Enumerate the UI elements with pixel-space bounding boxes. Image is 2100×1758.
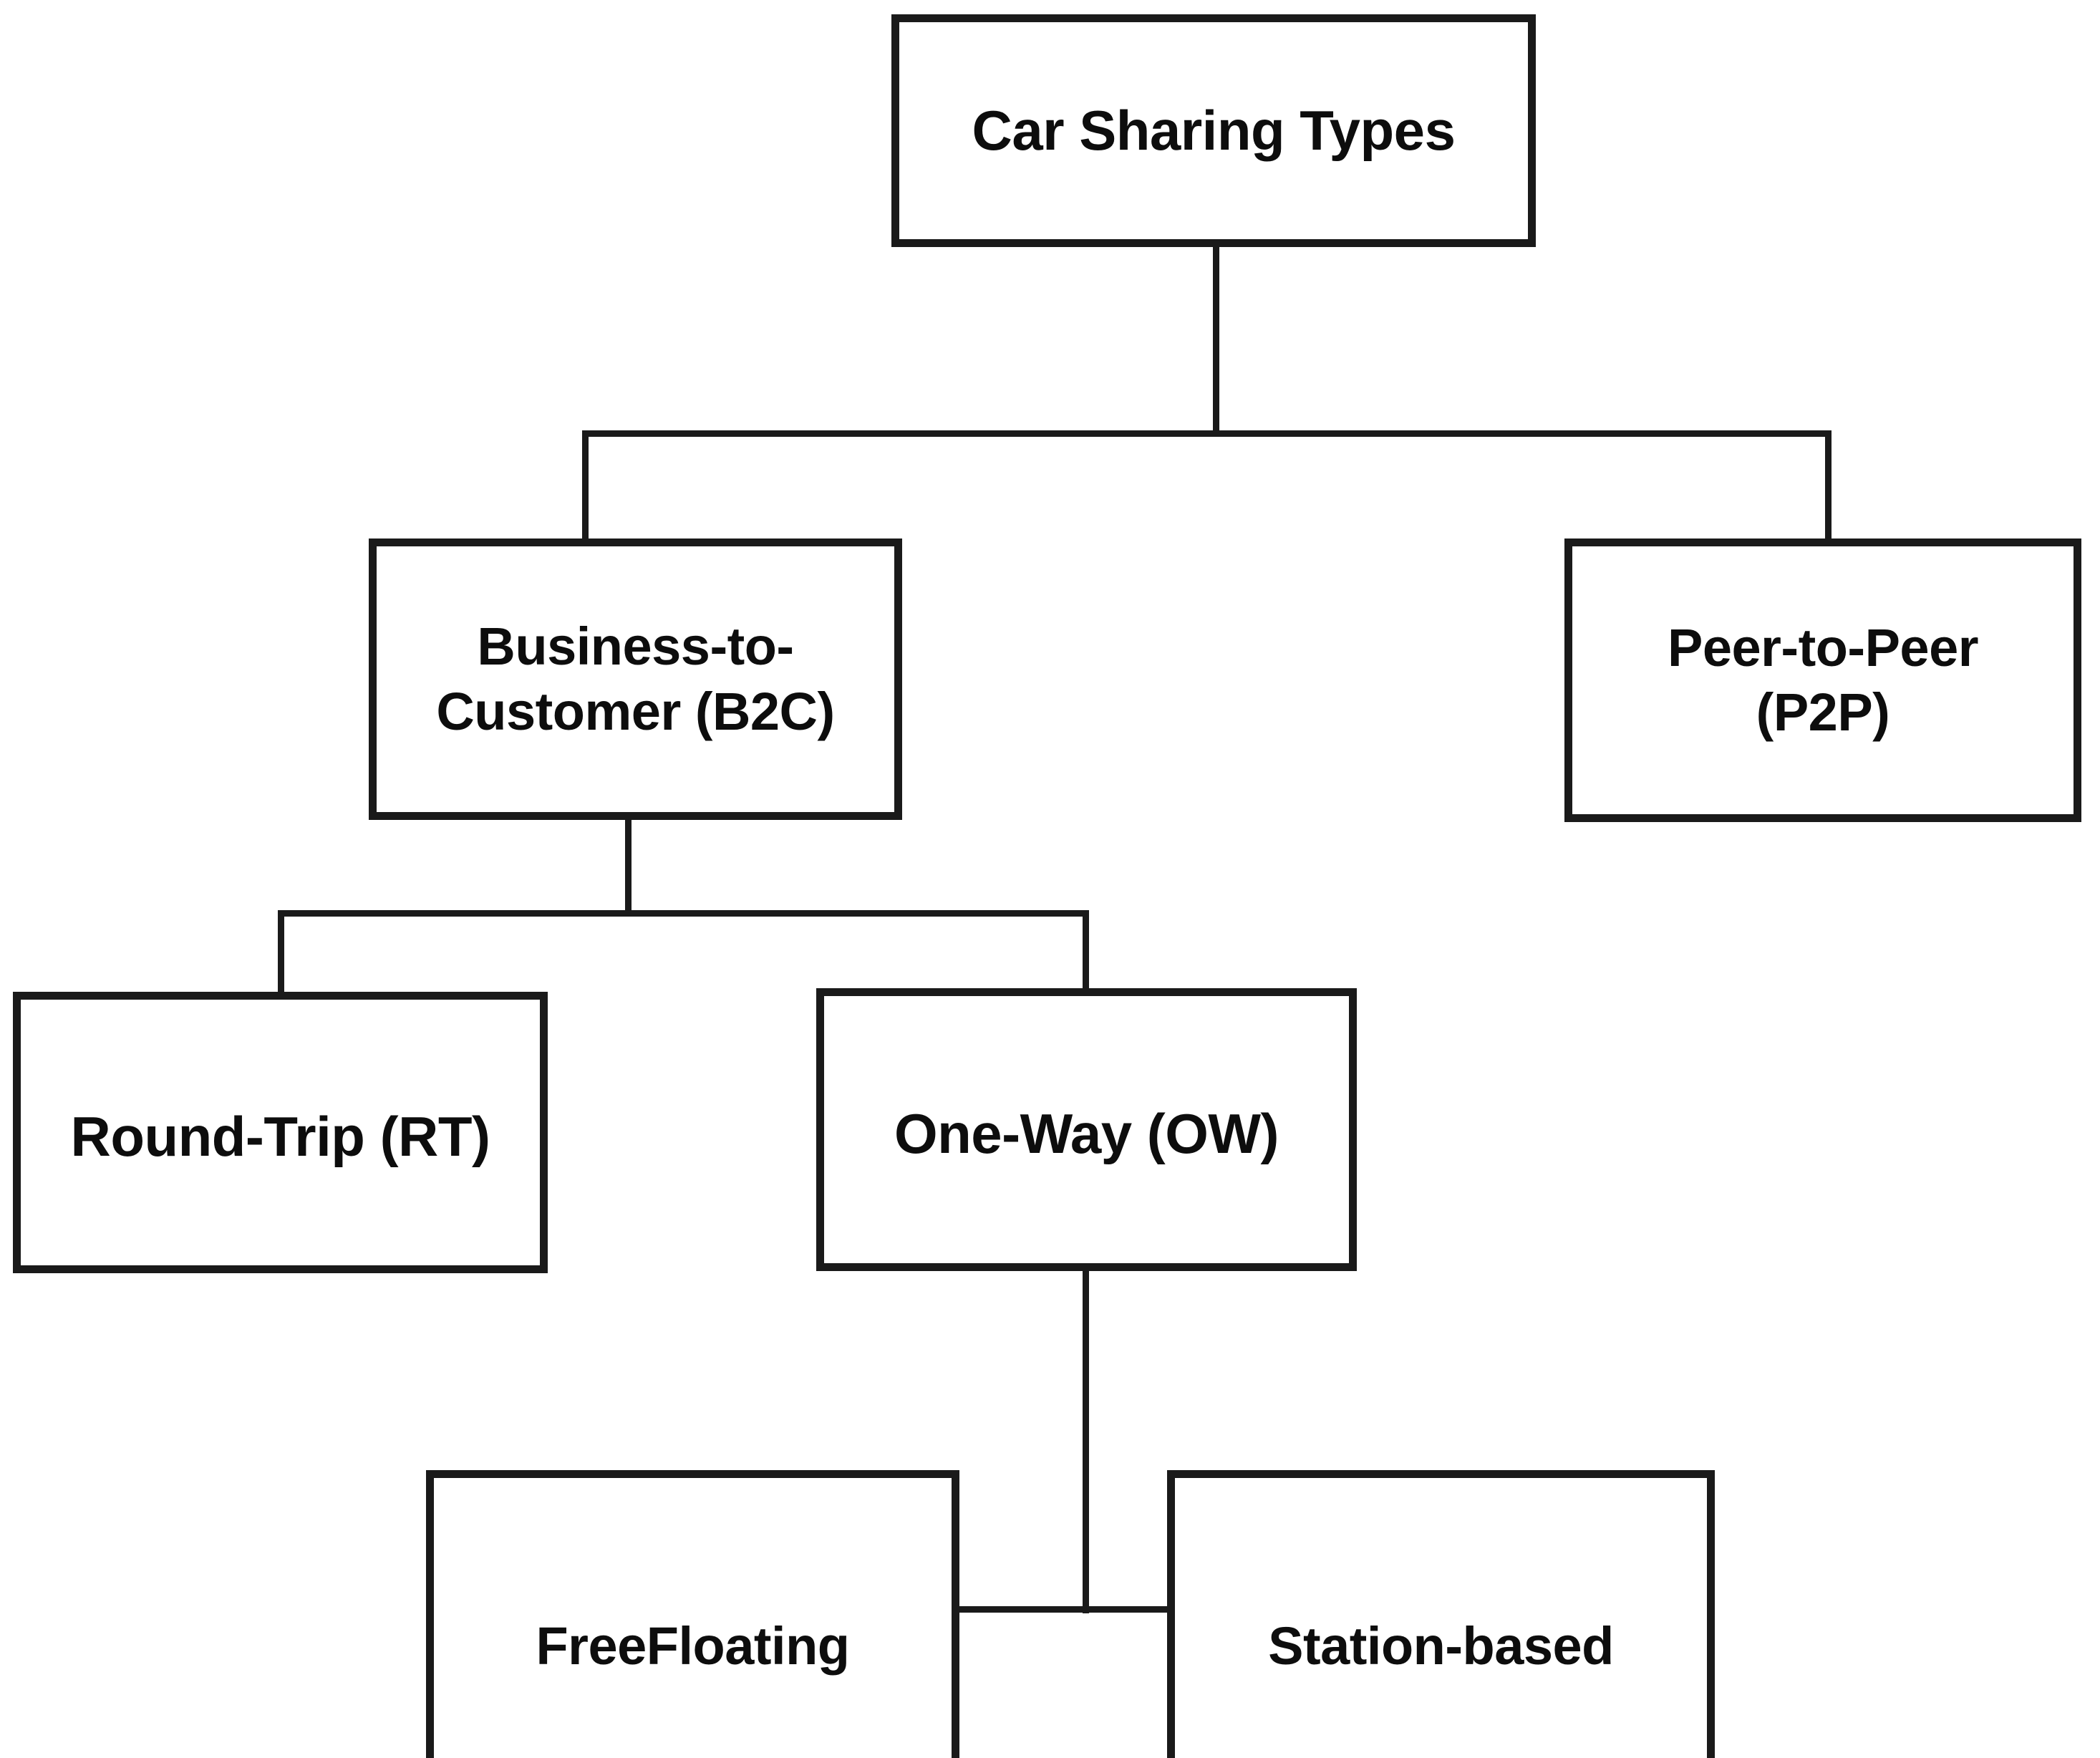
connector-level3-bus	[956, 1606, 1171, 1613]
node-free-floating[interactable]: FreeFloating	[426, 1470, 959, 1758]
node-label-station-based: Station-based	[1268, 1615, 1614, 1676]
node-round-trip[interactable]: Round-Trip (RT)	[13, 992, 548, 1273]
node-car-sharing-types[interactable]: Car Sharing Types	[891, 14, 1536, 247]
node-label-one-way: One-Way (OW)	[894, 1101, 1279, 1165]
node-label-business-to-customer: Business-to- Customer (B2C)	[436, 617, 835, 741]
connector-root-to-bus	[1213, 247, 1219, 437]
connector-bus-to-p2p	[1825, 430, 1832, 542]
connector-bus-to-b2c	[582, 430, 589, 542]
connector-level1-bus	[584, 430, 1832, 437]
connector-bus-to-round-trip	[278, 910, 284, 995]
connector-one-way-stem	[1083, 1271, 1089, 1613]
node-label-peer-to-peer: Peer-to-Peer (P2P)	[1667, 617, 1979, 742]
connector-level2-bus	[279, 910, 1089, 917]
node-label-free-floating: FreeFloating	[536, 1615, 850, 1676]
node-one-way[interactable]: One-Way (OW)	[816, 988, 1357, 1271]
connector-b2c-to-bus	[625, 820, 632, 917]
node-station-based[interactable]: Station-based	[1167, 1470, 1715, 1758]
node-label-round-trip: Round-Trip (RT)	[70, 1104, 491, 1168]
connector-bus-to-one-way	[1083, 910, 1089, 991]
node-label-car-sharing-types: Car Sharing Types	[972, 98, 1456, 162]
node-business-to-customer[interactable]: Business-to- Customer (B2C)	[369, 538, 902, 820]
node-peer-to-peer[interactable]: Peer-to-Peer (P2P)	[1564, 538, 2081, 822]
